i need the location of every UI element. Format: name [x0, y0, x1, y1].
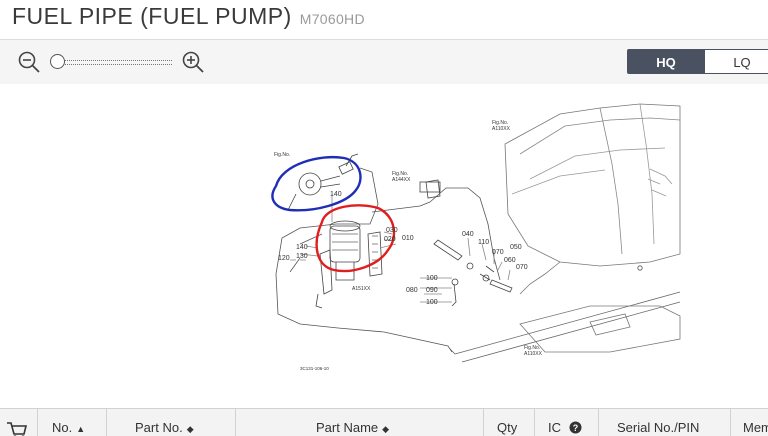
svg-text:020: 020 [384, 236, 396, 243]
zoom-slider-thumb[interactable] [50, 54, 65, 69]
sort-asc-icon[interactable]: ▲ [76, 424, 86, 434]
svg-text:Fig.No.: Fig.No. [524, 345, 540, 351]
col-header-no[interactable]: No.▲ [38, 409, 107, 436]
svg-text:140: 140 [330, 191, 342, 198]
page-header: FUEL PIPE (FUEL PUMP) M7060HD [0, 0, 768, 38]
help-icon[interactable]: ? [569, 421, 582, 434]
cart-column-header[interactable] [0, 409, 38, 436]
svg-text:110: 110 [478, 239, 489, 246]
svg-text:010: 010 [402, 235, 414, 242]
col-header-no-label: No. [52, 420, 73, 435]
viewer-toolbar: HQ LQ [0, 39, 768, 85]
svg-text:?: ? [572, 423, 578, 433]
col-header-part-name[interactable]: Part Name◆ [236, 409, 484, 436]
svg-text:A110XX: A110XX [492, 126, 511, 132]
svg-text:Fig.No.: Fig.No. [392, 171, 408, 177]
col-header-part-no[interactable]: Part No.◆ [107, 409, 236, 436]
col-header-serial-label: Serial No./PIN [617, 420, 700, 435]
svg-text:130: 130 [296, 253, 308, 260]
sort-both-icon[interactable]: ◆ [186, 424, 194, 434]
svg-text:Fig.No.: Fig.No. [274, 152, 290, 158]
parts-diagram-drawing: Fig.No. 140 030 020 010 140 130 120 A151… [271, 103, 681, 371]
svg-text:060: 060 [504, 257, 516, 264]
cart-icon[interactable] [6, 421, 28, 436]
svg-text:A110XX: A110XX [524, 351, 543, 357]
svg-text:100: 100 [426, 275, 438, 282]
svg-text:Fig.No.: Fig.No. [492, 120, 508, 126]
svg-text:100: 100 [426, 299, 438, 306]
parts-diagram[interactable]: Fig.No. 140 030 020 010 140 130 120 A151… [0, 84, 768, 390]
zoom-in-icon[interactable] [181, 50, 205, 74]
svg-text:3C131-106-10: 3C131-106-10 [300, 366, 329, 371]
svg-text:070: 070 [492, 249, 504, 256]
col-header-part-name-label: Part Name [316, 420, 379, 435]
col-header-part-no-label: Part No. [135, 420, 183, 435]
col-header-qty-label: Qty [497, 420, 518, 435]
quality-hq-button[interactable]: HQ [627, 49, 705, 74]
sort-both-icon[interactable]: ◆ [382, 424, 390, 434]
svg-text:050: 050 [510, 244, 522, 251]
col-header-mem-label: Mem [743, 420, 768, 435]
col-header-mem[interactable]: Mem [731, 409, 768, 436]
svg-text:030: 030 [386, 227, 398, 234]
svg-text:070: 070 [516, 264, 528, 271]
zoom-out-icon[interactable] [17, 50, 41, 74]
col-header-serial[interactable]: Serial No./PIN [599, 409, 731, 436]
col-header-ic[interactable]: IC ? [535, 409, 599, 436]
page-title: FUEL PIPE (FUEL PUMP) M7060HD [12, 3, 365, 30]
model-code: M7060HD [299, 11, 365, 27]
parts-table-header: No.▲ Part No.◆ Part Name◆ Qty IC ? Seria… [0, 408, 768, 436]
svg-text:140: 140 [296, 244, 308, 251]
title-text: FUEL PIPE (FUEL PUMP) [12, 3, 292, 29]
quality-lq-button[interactable]: LQ [704, 49, 768, 74]
svg-text:120: 120 [278, 255, 290, 262]
svg-text:040: 040 [462, 231, 474, 238]
col-header-ic-label: IC [548, 420, 561, 435]
svg-text:A144XX: A144XX [392, 177, 411, 183]
svg-text:A151XX: A151XX [352, 286, 371, 292]
col-header-qty[interactable]: Qty [484, 409, 535, 436]
svg-text:090: 090 [426, 287, 438, 294]
zoom-slider-track[interactable] [52, 60, 172, 65]
svg-text:080: 080 [406, 287, 418, 294]
